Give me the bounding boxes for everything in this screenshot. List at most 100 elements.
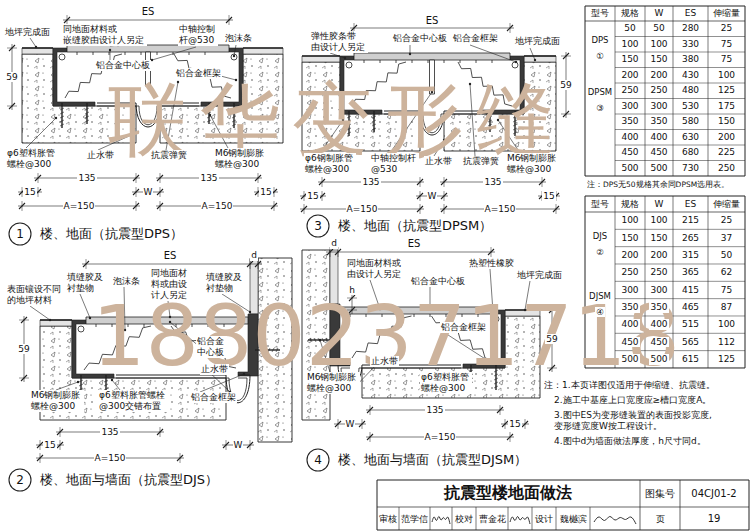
extension-line — [322, 191, 323, 201]
bolt-thread — [79, 384, 83, 386]
leader-dot — [409, 53, 411, 55]
plate-rib — [109, 52, 110, 55]
table-rule — [615, 229, 745, 230]
label: 50 — [623, 23, 636, 34]
label: 填缝胶及 衬垫物 — [205, 272, 245, 294]
leader-dot — [55, 117, 57, 119]
label: 415 — [681, 285, 700, 296]
leader-line — [152, 47, 196, 60]
callout-number: 1 — [8, 222, 32, 246]
plate-rib — [460, 60, 461, 63]
plate-rib — [125, 52, 126, 55]
label: 同地面材 料或由设 计人另定 — [150, 268, 190, 300]
anchor-bolt — [61, 103, 62, 128]
label: 125 — [717, 85, 736, 96]
plate-rib — [428, 60, 429, 63]
label: W — [233, 440, 244, 451]
label: 抗震弹簧 — [462, 156, 500, 167]
extension-line — [338, 419, 339, 429]
label: 175 — [717, 101, 736, 112]
table-rule — [615, 98, 745, 99]
label: 400 — [649, 319, 668, 330]
extension-line — [505, 419, 506, 429]
extension-line — [304, 204, 305, 214]
label: A=150 — [346, 204, 379, 215]
label: ES — [684, 199, 697, 210]
label: 350 — [649, 302, 668, 313]
plate-rib — [205, 52, 206, 55]
label: A=150 — [94, 453, 127, 464]
bolt-thread — [104, 384, 108, 386]
dimension-line — [82, 264, 262, 265]
leader-line — [530, 48, 535, 60]
extension-line — [274, 187, 275, 197]
finished-floor-line — [40, 319, 72, 321]
leader-dot — [515, 61, 517, 63]
callout-circle-shape — [307, 449, 329, 471]
label: 135 — [199, 173, 218, 184]
label: 泡沫条 — [112, 276, 141, 287]
label: 19 — [707, 513, 722, 525]
label: DPSM — [587, 87, 613, 97]
extension-line — [420, 204, 421, 214]
label: 615 — [681, 354, 700, 365]
label: A=150 — [63, 201, 96, 212]
extension-line — [19, 320, 29, 321]
bolt-thread — [60, 120, 64, 122]
drawing-title: 抗震型楼地面做法 — [444, 483, 572, 502]
label: 265 — [681, 233, 700, 244]
plate-rib — [77, 52, 78, 55]
callout-circle-shape — [9, 469, 31, 491]
extension-line — [525, 419, 526, 429]
label: A=150 — [424, 432, 457, 443]
extension-line — [542, 177, 543, 187]
signature — [432, 516, 450, 524]
label: A=150 — [201, 201, 234, 212]
label: 59 — [5, 72, 18, 83]
foam-strip — [78, 326, 84, 332]
leader-dot — [35, 46, 37, 48]
extension-line — [444, 204, 445, 214]
extension-line — [160, 173, 161, 183]
label: 范学信 — [400, 514, 429, 525]
label: 止水带 — [370, 356, 399, 367]
label: 300 — [620, 285, 639, 296]
label: 250 — [649, 85, 668, 96]
leader-line — [80, 294, 90, 318]
label: 校对 — [454, 514, 474, 525]
callout-circle-shape — [9, 223, 31, 245]
label: W — [654, 199, 665, 210]
label: 页 — [655, 514, 666, 525]
label: 15 — [259, 187, 272, 198]
bolt-thread — [60, 112, 64, 114]
label: 150 — [649, 233, 668, 244]
extension-line — [229, 15, 230, 25]
label: 135 — [100, 427, 119, 438]
foam-strip — [59, 54, 65, 60]
label: W — [143, 187, 154, 198]
label: 62 — [720, 267, 733, 278]
label: 铝合金 中心板 — [196, 336, 227, 358]
label: ES — [141, 6, 156, 18]
plate-rib — [476, 60, 477, 63]
label: 380 — [681, 54, 700, 65]
extension-line — [86, 259, 87, 269]
label: ES — [425, 15, 440, 27]
label: 地坪完成面 — [514, 36, 561, 47]
bolt-thread — [494, 382, 498, 384]
title-block-rule — [476, 507, 477, 530]
label: 25 — [720, 215, 733, 226]
leader-dot — [77, 381, 79, 383]
callout-circle: 2楼、地面与墙面（抗震型DJS） — [8, 468, 32, 492]
extension-line — [500, 405, 501, 415]
label: 200 — [649, 250, 668, 261]
dimension-line — [63, 20, 233, 21]
leader-line — [330, 53, 345, 58]
bolt-thread — [79, 380, 83, 382]
label: 315 — [681, 250, 700, 261]
label: 500 — [620, 163, 639, 174]
label: 37 — [720, 233, 733, 244]
bolt-thread — [494, 386, 498, 388]
label: 15 — [508, 419, 521, 430]
